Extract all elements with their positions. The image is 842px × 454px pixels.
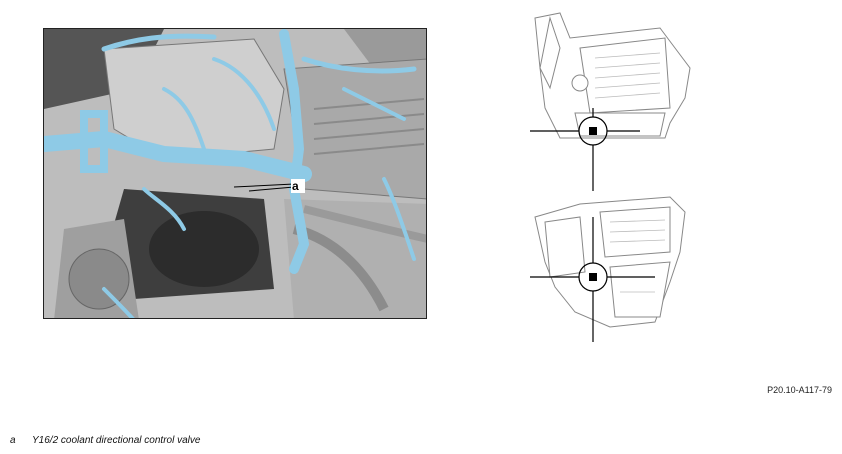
- side-view-head: [599, 206, 671, 258]
- top-view-lower: [574, 112, 666, 137]
- side-view-drawing: [530, 196, 686, 342]
- compressor-drum: [149, 211, 259, 287]
- coolant-pipe-2: [303, 205, 426, 243]
- engine-photo: [43, 28, 427, 319]
- top-view-crosshair: [530, 108, 640, 191]
- top-view-duct: [539, 16, 561, 90]
- side-view-crosshair: [530, 217, 655, 342]
- top-view-locator: [520, 8, 700, 198]
- head-ribs: [313, 98, 425, 155]
- top-view-emblem: [571, 74, 589, 92]
- top-view-marker: [589, 127, 597, 135]
- callout-leader-lines: [233, 183, 295, 192]
- legend-item: a Y16/2 coolant directional control valve: [10, 435, 200, 446]
- side-view-marker: [589, 273, 597, 281]
- legend-key: a: [10, 435, 16, 446]
- legend-text: Y16/2 coolant directional control valve: [32, 435, 201, 446]
- side-view-locator: [520, 192, 700, 347]
- engine-block-lower: [284, 199, 426, 318]
- side-view-front: [544, 216, 586, 278]
- wiring-harness: [44, 29, 417, 318]
- intake-manifold: [103, 38, 285, 160]
- callout-a-label: a: [292, 179, 299, 193]
- top-view-ribs: [594, 52, 661, 99]
- engine-illustration: [44, 29, 426, 318]
- callout-label-bg: [291, 179, 305, 193]
- figure-reference: P20.10-A117-79: [767, 385, 832, 395]
- pulley: [68, 248, 130, 310]
- side-view-block: [609, 261, 671, 318]
- top-view-drawing: [530, 12, 691, 191]
